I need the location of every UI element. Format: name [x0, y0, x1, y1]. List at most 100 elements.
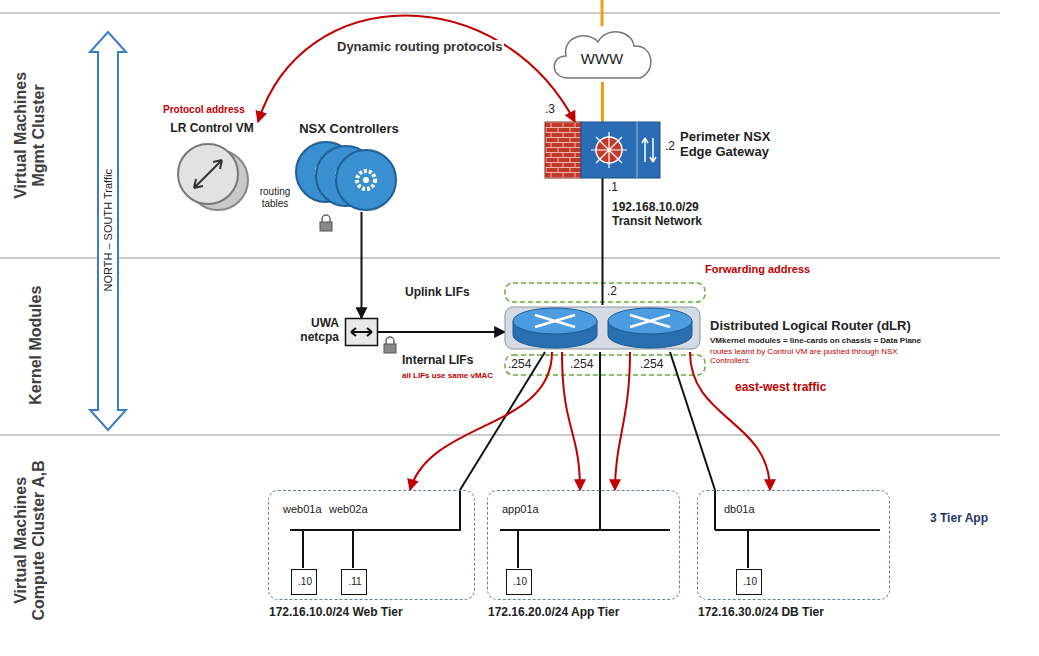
node-text: .10 — [737, 576, 763, 588]
drawing-part — [513, 308, 597, 334]
control-vm-icon — [166, 122, 258, 212]
distributed-logical-router-icon — [505, 305, 700, 352]
callout-label: .254 — [570, 358, 593, 372]
band-label: NORTH – SOUTH Traffic — [102, 130, 115, 330]
drawing-part — [290, 490, 460, 568]
drawing-part — [500, 490, 670, 568]
connector — [599, 352, 601, 490]
node-text: web01a — [283, 503, 322, 516]
edge-label: Dynamic routing protocols — [335, 40, 504, 55]
network-segments — [290, 490, 880, 568]
uwa-netcpa-icon — [345, 318, 378, 346]
web-tier: web01aweb02a172.16.10.0/24 Web Tier.10.1… — [268, 490, 475, 600]
internet-cloud: WWW — [548, 24, 656, 84]
drawing-part — [322, 215, 330, 222]
drawing-part — [715, 490, 880, 568]
drawing-part — [581, 122, 660, 178]
callout-label: Uplink LIFs — [405, 286, 470, 300]
drawing-part — [637, 122, 638, 178]
callout-label: 3 Tier App — [930, 512, 988, 526]
connector — [361, 212, 363, 318]
control-vm: LR Control VM — [166, 122, 258, 212]
node-text: LR Control VM — [166, 122, 258, 136]
drawing-part — [545, 122, 581, 178]
connector — [690, 352, 770, 490]
drawing-part — [351, 328, 372, 336]
callout-label: Protocol address — [163, 104, 245, 116]
callout-label: routing tables — [256, 186, 294, 209]
callout-label: .3 — [545, 103, 555, 117]
drawing-part — [346, 319, 378, 346]
callout-label: .254 — [508, 358, 531, 372]
drawing-part — [0, 434, 1000, 436]
drawing-part — [357, 171, 375, 189]
lock-icon — [384, 337, 396, 353]
vm-box: .10 — [736, 569, 762, 595]
app-tier: app01a172.16.20.0/24 App Tier.10 — [487, 490, 680, 600]
callout-label: .2 — [665, 140, 675, 154]
callout-label: east-west traffic — [735, 381, 826, 395]
vm-box: .10 — [291, 569, 317, 595]
db-tier: db01a172.16.30.0/24 DB Tier.10 — [697, 490, 890, 600]
connector — [258, 16, 575, 123]
vm-box: .11 — [341, 569, 367, 595]
node-text: .10 — [292, 576, 318, 588]
drawing-part — [178, 144, 238, 204]
connector — [615, 352, 630, 490]
node-text: .11 — [342, 576, 368, 588]
distributed-logical-router: Distributed Logical Router (dLR)VMkernel… — [505, 305, 700, 352]
callout-label: Forwarding address — [705, 263, 810, 276]
node-text: db01a — [724, 503, 755, 516]
connector — [602, 178, 604, 305]
lock-icon — [320, 215, 332, 231]
callout-label: 192.168.10.0/29 Transit Network — [612, 201, 722, 229]
edge-gateway: Perimeter NSX Edge Gateway — [545, 122, 660, 178]
drawing-part — [194, 160, 222, 188]
connector — [562, 352, 580, 490]
uwa-netcpa: UWA netcpa — [345, 318, 378, 346]
vm-box: .10 — [506, 569, 532, 595]
drawing-part — [386, 337, 394, 344]
drawing-part — [591, 132, 627, 168]
drawing-part — [505, 307, 700, 349]
uplink-lif-group — [505, 283, 705, 302]
callout-label: .2 — [607, 285, 617, 299]
drawing-part — [535, 315, 575, 327]
node-text: Distributed Logical Router (dLR) — [710, 319, 911, 334]
nsx-controllers: NSX Controllers — [294, 122, 404, 212]
node-text: 172.16.20.0/24 App Tier — [488, 606, 619, 620]
internet-uplink — [601, 0, 604, 26]
node-text: NSX Controllers — [294, 122, 404, 137]
drawing-part — [0, 12, 1000, 14]
node-text: UWA netcpa — [295, 317, 339, 345]
connector — [601, 82, 604, 122]
connector — [378, 331, 505, 333]
drawing-part — [0, 257, 1000, 259]
node-text: app01a — [502, 503, 539, 516]
drawing-part — [384, 344, 396, 353]
callout-label: Internal LIFs — [402, 354, 473, 368]
node-text: WWW — [548, 50, 656, 67]
node-text: 172.16.30.0/24 DB Tier — [698, 606, 824, 620]
drawing-part — [363, 177, 369, 183]
node-text: Perimeter NSX Edge Gateway — [680, 130, 780, 160]
drawing-part — [642, 138, 656, 162]
band-label: Kernel Modules — [27, 270, 45, 420]
drawing-part — [320, 222, 332, 231]
node-text: .10 — [507, 576, 533, 588]
node-text: VMkernel modules = line-cards on chassis… — [710, 336, 921, 345]
drawing-part — [630, 315, 670, 327]
callout-label: .254 — [640, 358, 663, 372]
band-label: Virtual Machines Mgmt Cluster — [12, 50, 49, 220]
callout-label: .1 — [608, 181, 618, 195]
node-text: web02a — [329, 503, 368, 516]
north-south-arrow — [90, 32, 126, 430]
drawing-part — [336, 150, 396, 210]
drawing-part — [608, 308, 692, 334]
node-text: routes learnt by Control VM are pushed t… — [710, 347, 910, 365]
node-text: 172.16.10.0/24 Web Tier — [269, 606, 403, 620]
band-separators — [0, 13, 1000, 435]
callout-label: all LIFs use same vMAC — [402, 371, 493, 380]
